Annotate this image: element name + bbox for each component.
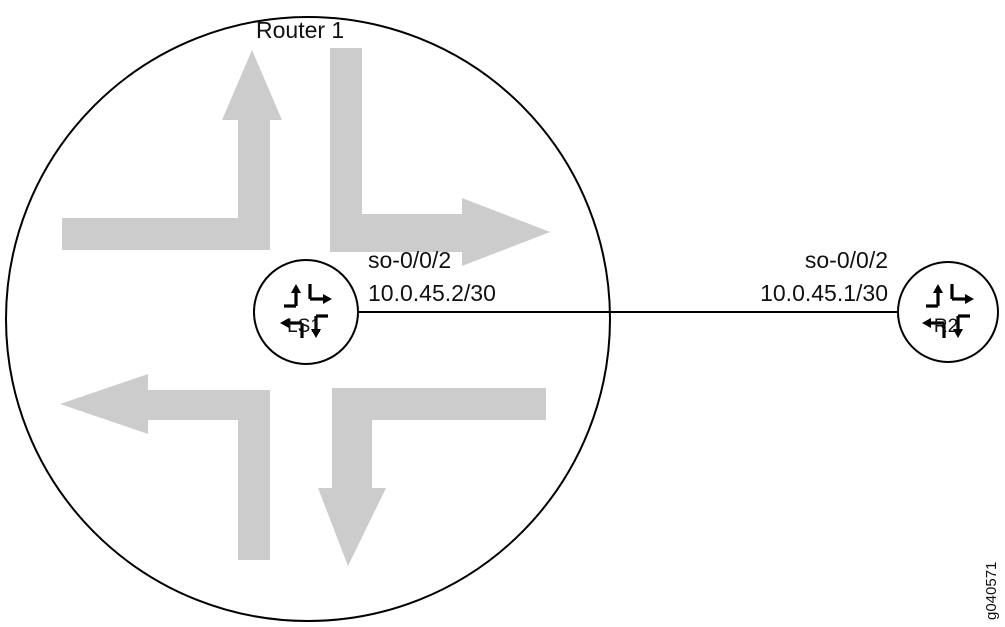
ls1-address-label: 10.0.45.2/30 <box>368 280 496 306</box>
flow-arrow-right-icon <box>330 48 550 266</box>
r2-router-circle <box>897 261 999 363</box>
r2-label: R2 <box>934 316 958 337</box>
ls1-router-circle <box>253 259 359 365</box>
figure-id-label: g040571 <box>983 562 1000 620</box>
flow-arrow-left-icon <box>60 374 270 560</box>
flow-arrow-down-icon <box>318 388 546 566</box>
ls1-label: LS1 <box>287 316 321 337</box>
r2-address-label: 10.0.45.1/30 <box>760 280 888 306</box>
r2-router: R2 <box>897 261 999 363</box>
r2-interface-label: so-0/0/2 <box>805 247 888 273</box>
flow-arrow-up-icon <box>62 50 282 250</box>
router1-title: Router 1 <box>256 17 344 43</box>
router1-boundary-circle <box>5 16 611 622</box>
ls1-router: LS1 <box>253 259 359 365</box>
traffic-flow-arrows <box>60 48 550 566</box>
ls1-interface-label: so-0/0/2 <box>368 247 451 273</box>
